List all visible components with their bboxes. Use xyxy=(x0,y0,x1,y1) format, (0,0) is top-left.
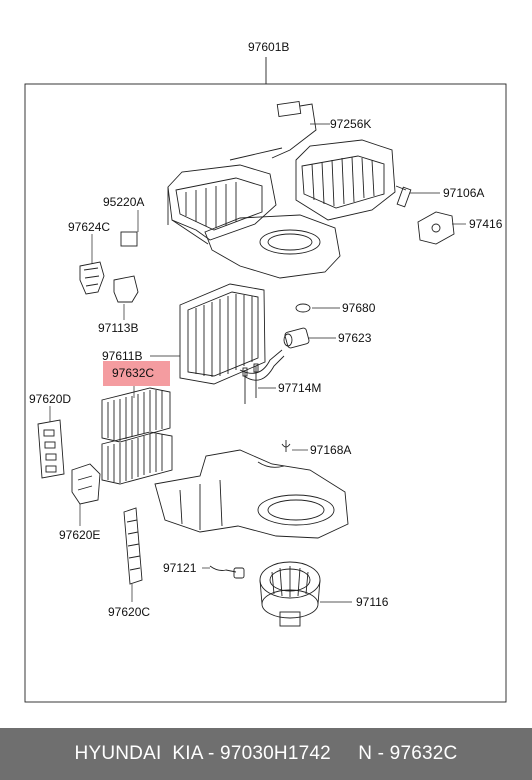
connector-97624C-drawing xyxy=(79,261,105,295)
actuator-97106A-drawing xyxy=(395,185,412,208)
resistor-97113B-drawing xyxy=(113,275,139,303)
parts-diagram: 97601B 97256K 97106A 95220A 97416 97624C… xyxy=(24,40,507,703)
part-label-97416: 97416 xyxy=(469,217,503,231)
frame-border xyxy=(24,83,507,703)
part-label-97121: 97121 xyxy=(163,561,197,575)
diagram-drawing xyxy=(24,57,507,703)
part-label-97601B: 97601B xyxy=(248,40,290,54)
part-label-97620D: 97620D xyxy=(29,392,72,406)
part-label-97116: 97116 xyxy=(356,595,389,609)
part-label-97106A: 97106A xyxy=(443,186,485,200)
part-label-97168A: 97168A xyxy=(310,443,352,457)
part-label-97113B: 97113B xyxy=(98,321,139,335)
fitting-97121-drawing xyxy=(209,565,245,579)
cover-97620D-drawing xyxy=(37,419,65,479)
cover-97620E-drawing xyxy=(71,463,101,505)
leader-lines xyxy=(49,123,466,603)
intake-door-drawing xyxy=(295,139,396,221)
clip-97168A-drawing xyxy=(281,440,291,452)
part-label-97620E: 97620E xyxy=(59,528,101,542)
part-label-97680: 97680 xyxy=(342,301,376,315)
oring-97680-drawing xyxy=(295,303,311,313)
evaporator-97611B-drawing xyxy=(179,283,285,385)
sensor-97714M-drawing xyxy=(242,363,259,404)
switch-95220A-drawing xyxy=(120,231,138,247)
part-label-95220A: 95220A xyxy=(103,195,145,209)
blower-motor-97116-drawing xyxy=(259,561,321,627)
part-label-97256K: 97256K xyxy=(330,117,372,131)
valve-97623-drawing xyxy=(283,327,310,349)
filter-97632C-drawing xyxy=(101,387,173,485)
part-label-97624C: 97624C xyxy=(68,220,111,234)
footer-text: HYUNDAI KIA - 97030H1742 N - 97632C xyxy=(74,743,458,764)
part-label-97714M: 97714M xyxy=(278,381,322,395)
highlight-97632C xyxy=(103,361,170,386)
lower-case-drawing xyxy=(154,449,349,539)
upper-case-drawing xyxy=(167,164,341,279)
actuator-97416-drawing xyxy=(417,211,455,245)
part-label-97611B: 97611B xyxy=(102,349,143,363)
part-label-97623: 97623 xyxy=(338,331,372,345)
part-label-97620C: 97620C xyxy=(108,605,151,619)
bracket-97256K-drawing xyxy=(229,101,317,161)
part-label-97632C: 97632C xyxy=(112,366,155,380)
cover-97620C-drawing xyxy=(123,507,143,585)
footer-bar: HYUNDAI KIA - 97030H1742 N - 97632C xyxy=(0,728,532,780)
